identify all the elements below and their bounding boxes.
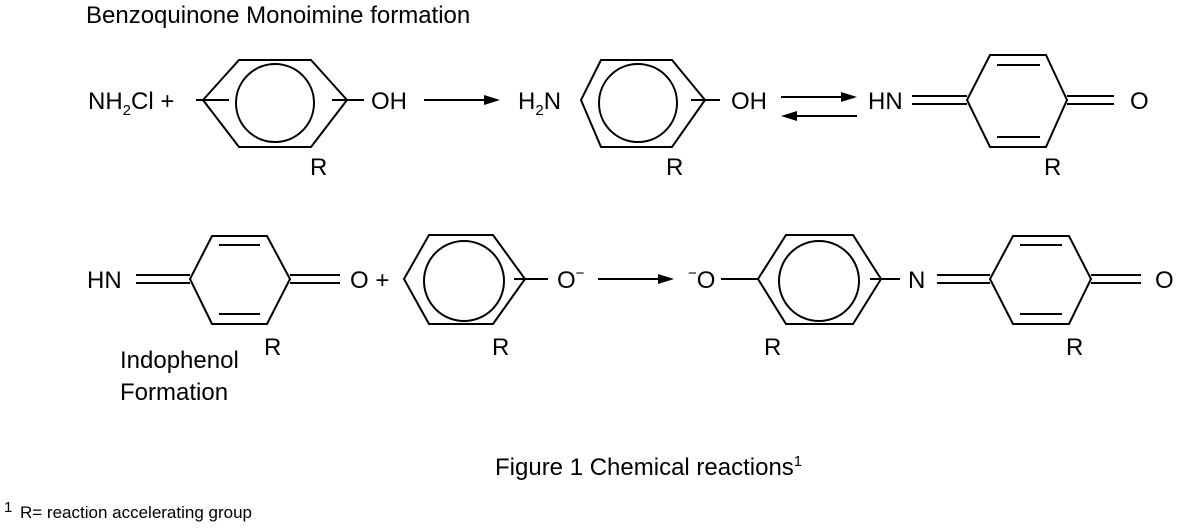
benzoquinone-monoimine-ring-2 xyxy=(136,235,340,325)
indophenol-quinone-ring xyxy=(937,235,1141,325)
aminophenol-h2n-label: H2N xyxy=(518,88,561,119)
imine2-hn-label: HN xyxy=(87,267,122,294)
phenol-r-label: R xyxy=(310,154,327,181)
aminophenol-oh-label: OH xyxy=(731,88,767,115)
section-title-indophenol-line2: Formation xyxy=(120,379,228,406)
product-o-left-label: −O xyxy=(688,265,715,294)
imine-r-label: R xyxy=(1044,154,1061,181)
reaction-arrow-2 xyxy=(598,274,674,284)
phenoxide-r-label: R xyxy=(492,334,509,361)
aminophenol-ring xyxy=(579,59,720,148)
phenoxide-o-label: O− xyxy=(557,265,585,294)
product-r-right-label: R xyxy=(1066,334,1083,361)
product-n-label: N xyxy=(908,267,925,294)
aminophenol-r-label: R xyxy=(666,154,683,181)
reagent-nh2cl: NH2Cl + xyxy=(88,88,174,119)
equilibrium-arrows xyxy=(781,92,857,121)
section-title-benzoquinone: Benzoquinone Monoimine formation xyxy=(86,2,470,29)
imine2-r-label: R xyxy=(264,334,281,361)
reaction-arrow-1 xyxy=(424,95,500,105)
imine-hn-label: HN xyxy=(868,88,903,115)
benzoquinone-monoimine-ring xyxy=(912,54,1114,148)
product-r-left-label: R xyxy=(764,334,781,361)
indophenol-phenol-ring xyxy=(721,234,900,325)
imine2-o-plus-label: O + xyxy=(350,267,389,294)
phenoxide-ring xyxy=(402,234,548,325)
imine-o-label: O xyxy=(1130,88,1149,115)
section-title-indophenol-line1: Indophenol xyxy=(120,347,239,374)
figure-caption: Figure 1 Chemical reactions1 xyxy=(495,453,802,481)
product-o-right-label: O xyxy=(1155,267,1174,294)
phenol-ring xyxy=(196,59,364,148)
phenol-oh-label: OH xyxy=(371,88,407,115)
